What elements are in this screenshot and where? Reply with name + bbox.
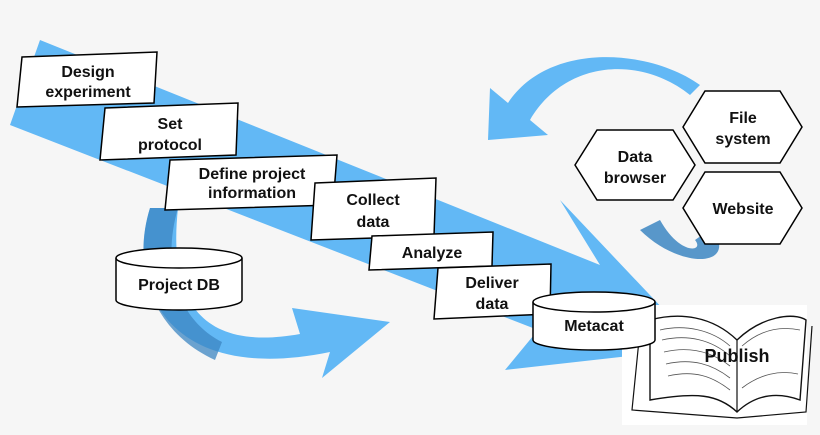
hex-label-line2: system xyxy=(715,131,770,148)
step-label-line2: protocol xyxy=(138,137,202,154)
step-label-line2: data xyxy=(476,296,509,313)
publish-label: Publish xyxy=(704,346,769,366)
step-label: Analyze xyxy=(402,245,463,262)
step-analyze: Analyze xyxy=(368,231,494,271)
step-collect-data: Collect data xyxy=(310,177,437,241)
metacat-cylinder: Metacat xyxy=(532,291,656,351)
hex-label-line2: browser xyxy=(604,170,666,187)
hex-file-system: File system xyxy=(682,90,803,164)
step-set-protocol: Set protocol xyxy=(99,102,239,161)
step-label-line2: experiment xyxy=(45,84,131,101)
hex-data-browser: Data browser xyxy=(574,129,696,201)
step-define-project-information: Define project information xyxy=(164,154,338,211)
hex-label-line1: Data xyxy=(618,149,653,166)
step-label-line1: Deliver xyxy=(465,275,518,292)
step-label-line2: information xyxy=(208,185,296,202)
step-label-line1: Define project xyxy=(199,166,306,183)
hex-label: Website xyxy=(712,201,773,218)
publish-book: Publish xyxy=(622,305,813,425)
hex-website: Website xyxy=(682,171,803,245)
step-design-experiment: Design experiment xyxy=(16,51,158,108)
project-db-cylinder: Project DB xyxy=(115,247,243,311)
hex-label-line1: File xyxy=(729,110,757,127)
step-label-line1: Design xyxy=(61,64,114,81)
step-deliver-data: Deliver data xyxy=(433,263,552,320)
project-db-cycle-arrow xyxy=(143,208,390,378)
step-label-line1: Collect xyxy=(346,192,400,209)
outputs-cycle-arrow xyxy=(488,57,720,260)
step-label-line2: data xyxy=(357,214,390,231)
project-db-label: Project DB xyxy=(138,277,220,294)
step-label-line1: Set xyxy=(158,116,184,133)
metacat-label: Metacat xyxy=(564,318,624,335)
